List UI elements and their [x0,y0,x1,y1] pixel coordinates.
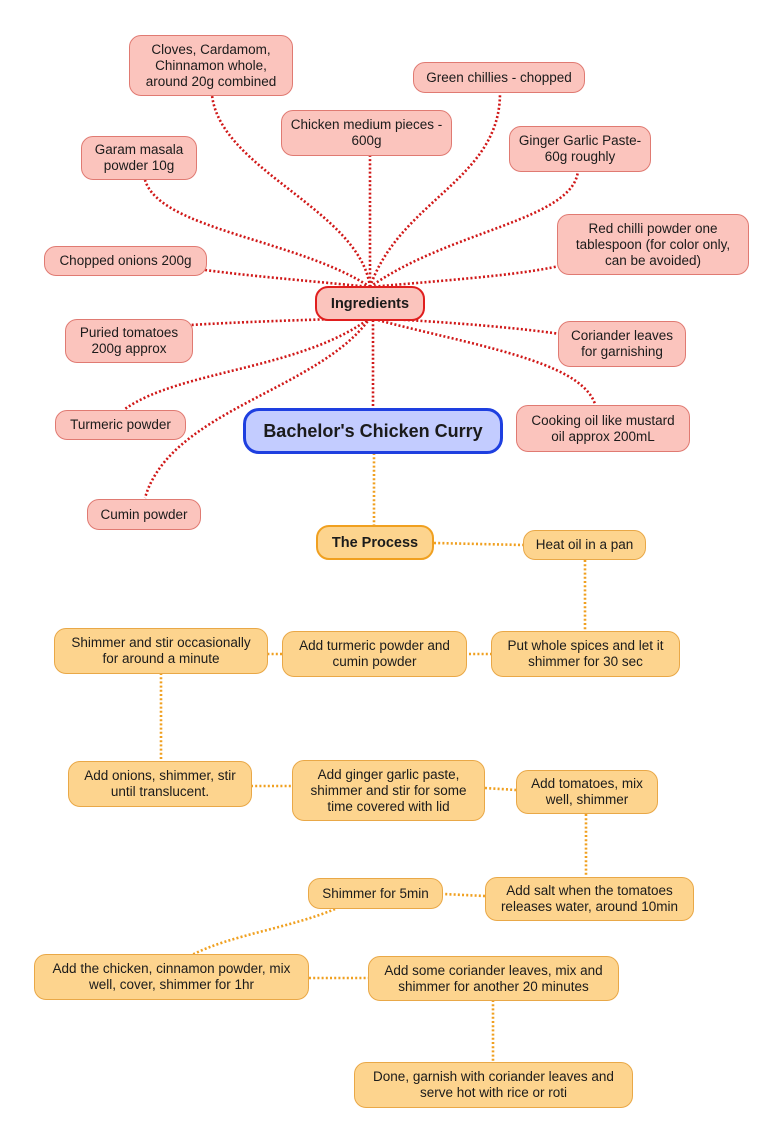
ingredient-label: Turmeric powder [70,417,171,432]
step-add-onions[interactable]: Add onions, shimmer, stir until transluc… [68,761,252,807]
link-ingredient-green-chillies [368,92,502,288]
central-topic[interactable]: Bachelor's Chicken Curry [243,408,503,454]
link-ingredient-cloves [210,94,372,288]
link-ingredient-tomatoes [189,316,371,327]
process-hub-label: The Process [331,534,419,551]
ingredient-label: Puried tomatoes 200g approx [79,325,179,356]
link-ingredient-ginger-garlic [369,169,580,289]
step-turmeric-cumin[interactable]: Add turmeric powder and cumin powder [282,631,467,677]
ingredient-chicken[interactable]: Chicken medium pieces - 600g [281,110,452,156]
step-label: Add tomatoes, mix well, shimmer [531,776,643,807]
step-label: Heat oil in a pan [535,537,634,552]
ingredient-red-chilli-powder[interactable]: Red chilli powder one tablespoon (for co… [557,214,749,275]
ingredient-label: Coriander leaves for garnishing [570,328,674,359]
step-label: Add onions, shimmer, stir until transluc… [84,768,236,799]
ingredient-label: Cumin powder [100,506,188,522]
ingredients-hub[interactable]: Ingredients [315,286,425,321]
central-topic-label: Bachelor's Chicken Curry [263,421,483,441]
link-s6-s7 [484,786,517,792]
ingredients-hub-label: Ingredients [330,295,410,312]
ingredient-green-chillies[interactable]: Green chillies - chopped [413,62,585,93]
step-add-chicken[interactable]: Add the chicken, cinnamon powder, mix we… [34,954,309,1000]
process-hub[interactable]: The Process [316,525,434,560]
step-label: Add the chicken, cinnamon powder, mix we… [52,961,291,992]
step-label: Shimmer for 5min [322,885,429,901]
step-label: Add salt when the tomatoes releases wate… [500,883,679,914]
step-label: Add turmeric powder and cumin powder [299,638,450,669]
link-ingredient-red-chilli [369,264,560,289]
ingredient-label: Cooking oil like mustard oil approx 200m… [531,412,675,444]
ingredient-label: Chopped onions 200g [59,253,192,268]
step-ginger-garlic[interactable]: Add ginger garlic paste, shimmer and sti… [292,760,485,821]
ingredient-label: Red chilli powder one tablespoon (for co… [575,220,731,268]
link-ingredient-coriander [369,316,561,336]
step-label: Add some coriander leaves, mix and shimm… [384,962,603,994]
ingredient-cumin-powder[interactable]: Cumin powder [87,499,201,530]
step-done-garnish[interactable]: Done, garnish with coriander leaves and … [354,1062,633,1108]
link-s8-s9 [442,892,486,898]
ingredient-puried-tomatoes[interactable]: Puried tomatoes 200g approx [65,319,193,363]
step-coriander-shimmer[interactable]: Add some coriander leaves, mix and shimm… [368,956,619,1001]
ingredient-cloves-cardamom[interactable]: Cloves, Cardamom, Chinnamon whole, aroun… [129,35,293,96]
ingredient-label: Ginger Garlic Paste-60g roughly [518,133,642,164]
step-shimmer-stir[interactable]: Shimmer and stir occasionally for around… [54,628,268,674]
link-ingredient-garam-masala [143,179,371,289]
link-ingredient-turmeric [124,316,371,411]
link-ingredient-onions [204,268,371,289]
step-whole-spices[interactable]: Put whole spices and let it shimmer for … [491,631,680,677]
ingredient-chopped-onions[interactable]: Chopped onions 200g [44,246,207,276]
step-add-salt[interactable]: Add salt when the tomatoes releases wate… [485,877,694,921]
link-s9-s10 [191,907,336,957]
link-ingredient-oil [369,316,597,405]
step-label: Add ginger garlic paste, shimmer and sti… [310,766,467,814]
step-label: Done, garnish with coriander leaves and … [373,1069,614,1100]
step-shimmer-5min[interactable]: Shimmer for 5min [308,878,443,909]
ingredient-label: Chicken medium pieces - 600g [290,117,443,148]
step-label: Put whole spices and let it shimmer for … [507,638,664,669]
ingredient-garam-masala[interactable]: Garam masala powder 10g [81,136,197,180]
ingredient-label: Cloves, Cardamom, Chinnamon whole, aroun… [145,41,277,89]
ingredient-coriander-leaves[interactable]: Coriander leaves for garnishing [558,321,686,367]
step-add-tomatoes[interactable]: Add tomatoes, mix well, shimmer [516,770,658,814]
ingredient-label: Garam masala powder 10g [94,142,184,173]
step-label: Shimmer and stir occasionally for around… [71,635,251,666]
step-heat-oil[interactable]: Heat oil in a pan [523,530,646,560]
link-process-s1 [433,541,525,547]
ingredient-ginger-garlic-paste[interactable]: Ginger Garlic Paste-60g roughly [509,126,651,172]
ingredient-cooking-oil[interactable]: Cooking oil like mustard oil approx 200m… [516,405,690,452]
ingredient-turmeric-powder[interactable]: Turmeric powder [55,410,186,440]
ingredient-label: Green chillies - chopped [426,69,572,85]
